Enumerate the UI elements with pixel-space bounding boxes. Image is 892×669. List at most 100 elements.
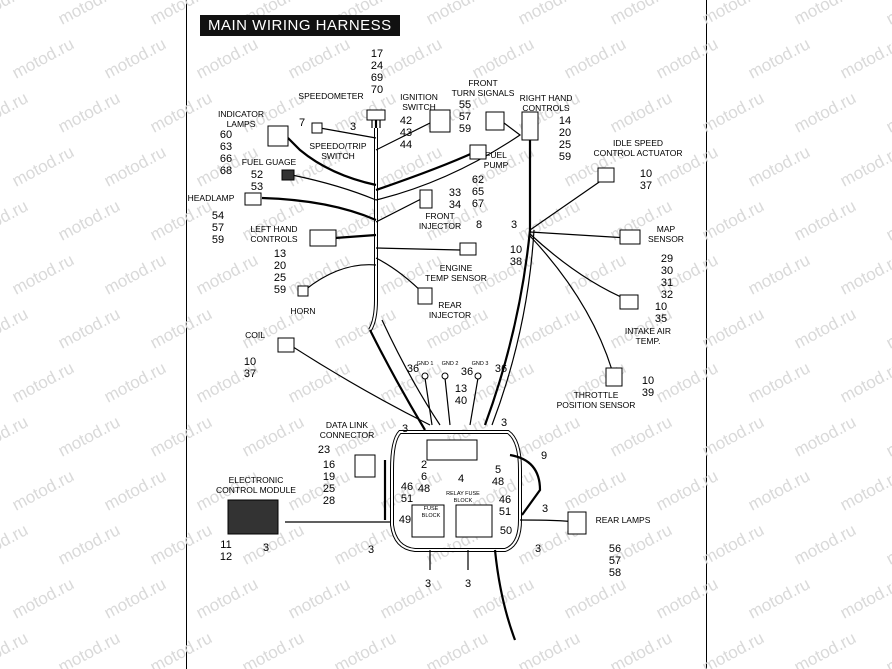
- left-hand-connector: [309, 229, 337, 247]
- ref-number-front-turn-1: 57: [459, 111, 471, 123]
- components-layer: [227, 109, 641, 538]
- label-fuel-pump-line-1: PUMP: [484, 160, 509, 170]
- label-speedometer-line-0: SPEEDOMETER: [298, 91, 363, 101]
- ref-number-throttle-0: 10: [642, 375, 654, 387]
- ref-number-ecm-b-0: 3: [263, 542, 269, 554]
- ref-number-front-injector-1: 34: [449, 199, 461, 211]
- label-fuel-gauge-line-0: FUEL GUAGE: [242, 157, 297, 167]
- throttle-connector: [605, 367, 623, 387]
- data-link-connector: [354, 454, 376, 478]
- watermark-text: motod.ru: [9, 358, 77, 406]
- label-ignition-line-0: IGNITION: [400, 92, 438, 102]
- label-gnd2-line-0: GND 2: [442, 361, 459, 367]
- label-fuse-block-line-0: FUSE: [424, 506, 439, 512]
- ref-number-right-9-0: 9: [541, 450, 547, 462]
- watermark-text: motod.ru: [285, 574, 353, 622]
- watermark-text: motod.ru: [607, 88, 675, 136]
- ignition-connector: [429, 109, 451, 133]
- label-throttle-line-1: POSITION SENSOR: [557, 400, 636, 410]
- label-front-injector-line-1: INJECTOR: [419, 221, 461, 231]
- watermark-text: motod.ru: [699, 304, 767, 352]
- ref-number-gnd-center-1: 40: [455, 395, 467, 407]
- watermark-text: motod.ru: [101, 574, 169, 622]
- watermark-text: motod.ru: [745, 34, 813, 82]
- label-gnd3-line-0: GND 3: [472, 361, 489, 367]
- ref-number-top-left-3-0: 3: [402, 423, 408, 435]
- watermark-text: motod.ru: [699, 196, 767, 244]
- label-rear-injector-line-1: INJECTOR: [429, 310, 471, 320]
- ref-number-indicator-1: 63: [220, 141, 232, 153]
- ref-number-fuse-right-3-0: 3: [542, 503, 548, 515]
- ecm-body: [227, 499, 279, 535]
- watermark-text: motod.ru: [9, 250, 77, 298]
- ref-number-ignition-1: 43: [400, 127, 412, 139]
- front-turn-connector: [485, 111, 505, 131]
- watermark-text: motod.ru: [377, 34, 445, 82]
- label-relay-fuse-line-0: RELAY FUSE: [446, 491, 480, 497]
- trunk-left-inner: [381, 319, 441, 426]
- ref-number-fuse-right-0: 46: [499, 494, 511, 506]
- label-engine-temp-line-0: ENGINE: [440, 263, 473, 273]
- label-data-link-line-0: DATA LINK: [326, 420, 369, 430]
- label-speedo-trip-line-1: SWITCH: [321, 151, 355, 161]
- left-hand-wire: [334, 233, 377, 240]
- watermark-text: motod.ru: [883, 628, 892, 669]
- diagram-title: MAIN WIRING HARNESS: [200, 15, 400, 36]
- watermark-text: motod.ru: [285, 34, 353, 82]
- ref-number-right-hand-3: 59: [559, 151, 571, 163]
- watermark-text: motod.ru: [55, 196, 123, 244]
- ref-number-right-3-0: 3: [535, 543, 541, 555]
- watermark-text: motod.ru: [699, 412, 767, 460]
- bottom-wires: [429, 550, 469, 570]
- watermark-text: motod.ru: [653, 358, 721, 406]
- watermark-text: motod.ru: [55, 304, 123, 352]
- ref-number-headlamp-2: 59: [212, 234, 224, 246]
- relay-fuse-box: [455, 504, 493, 538]
- fuse-block-box: [411, 504, 445, 538]
- ref-number-throttle-1: 39: [642, 387, 654, 399]
- watermark-text: motod.ru: [9, 34, 77, 82]
- watermark-text: motod.ru: [331, 628, 399, 669]
- ref-number-front-turn-2: 59: [459, 123, 471, 135]
- watermark-text: motod.ru: [423, 628, 491, 669]
- ref-number-bottom-3a-0: 3: [425, 578, 431, 590]
- ref-number-idle-speed-1: 37: [640, 180, 652, 192]
- ref-number-data-link-b-0: 16: [323, 459, 335, 471]
- right-loop-wire: [509, 453, 542, 516]
- label-horn-line-0: HORN: [290, 306, 315, 316]
- rear-lamps-wire: [519, 519, 576, 523]
- center-label-box: [426, 439, 478, 461]
- ref-number-n49-0: 49: [399, 514, 411, 526]
- ref-number-right-hand-0: 14: [559, 115, 571, 127]
- main-trunk-core: [369, 128, 377, 331]
- ref-number-data-link-b-3: 28: [323, 495, 335, 507]
- watermark-text: motod.ru: [791, 88, 859, 136]
- fuel-gauge-wire: [291, 174, 377, 201]
- watermark-text: motod.ru: [837, 574, 892, 622]
- watermark-text: motod.ru: [745, 574, 813, 622]
- watermark-text: motod.ru: [55, 0, 123, 29]
- label-ecm-line-1: CONTROL MODULE: [216, 485, 296, 495]
- idle-speed-wire: [529, 177, 606, 231]
- fuel-gauge-connector: [281, 169, 295, 181]
- ref-number-fuel-gauge-1: 53: [251, 181, 263, 193]
- watermark-text: motod.ru: [515, 0, 583, 29]
- ref-number-fuel-pump-1: 65: [472, 186, 484, 198]
- watermark-text: motod.ru: [147, 520, 215, 568]
- watermark-text: motod.ru: [561, 466, 629, 514]
- label-right-hand-line-0: RIGHT HAND: [520, 93, 573, 103]
- tail-wire: [493, 549, 517, 641]
- watermark-text: motod.ru: [193, 250, 261, 298]
- watermark-text: motod.ru: [55, 520, 123, 568]
- intake-wire: [529, 233, 629, 301]
- label-left-hand-line-0: LEFT HAND: [250, 224, 297, 234]
- watermark-text: motod.ru: [791, 412, 859, 460]
- watermark-text: motod.ru: [55, 412, 123, 460]
- ref-number-data-link-b-2: 25: [323, 483, 335, 495]
- watermark-text: motod.ru: [515, 412, 583, 460]
- label-fuel-pump-line-0: FUEL: [485, 150, 507, 160]
- ref-number-intake-air-0: 10: [655, 301, 667, 313]
- ref-number-indicator-0: 60: [220, 129, 232, 141]
- coil-connector: [277, 337, 295, 353]
- ref-number-box-left-0: 2: [421, 459, 427, 471]
